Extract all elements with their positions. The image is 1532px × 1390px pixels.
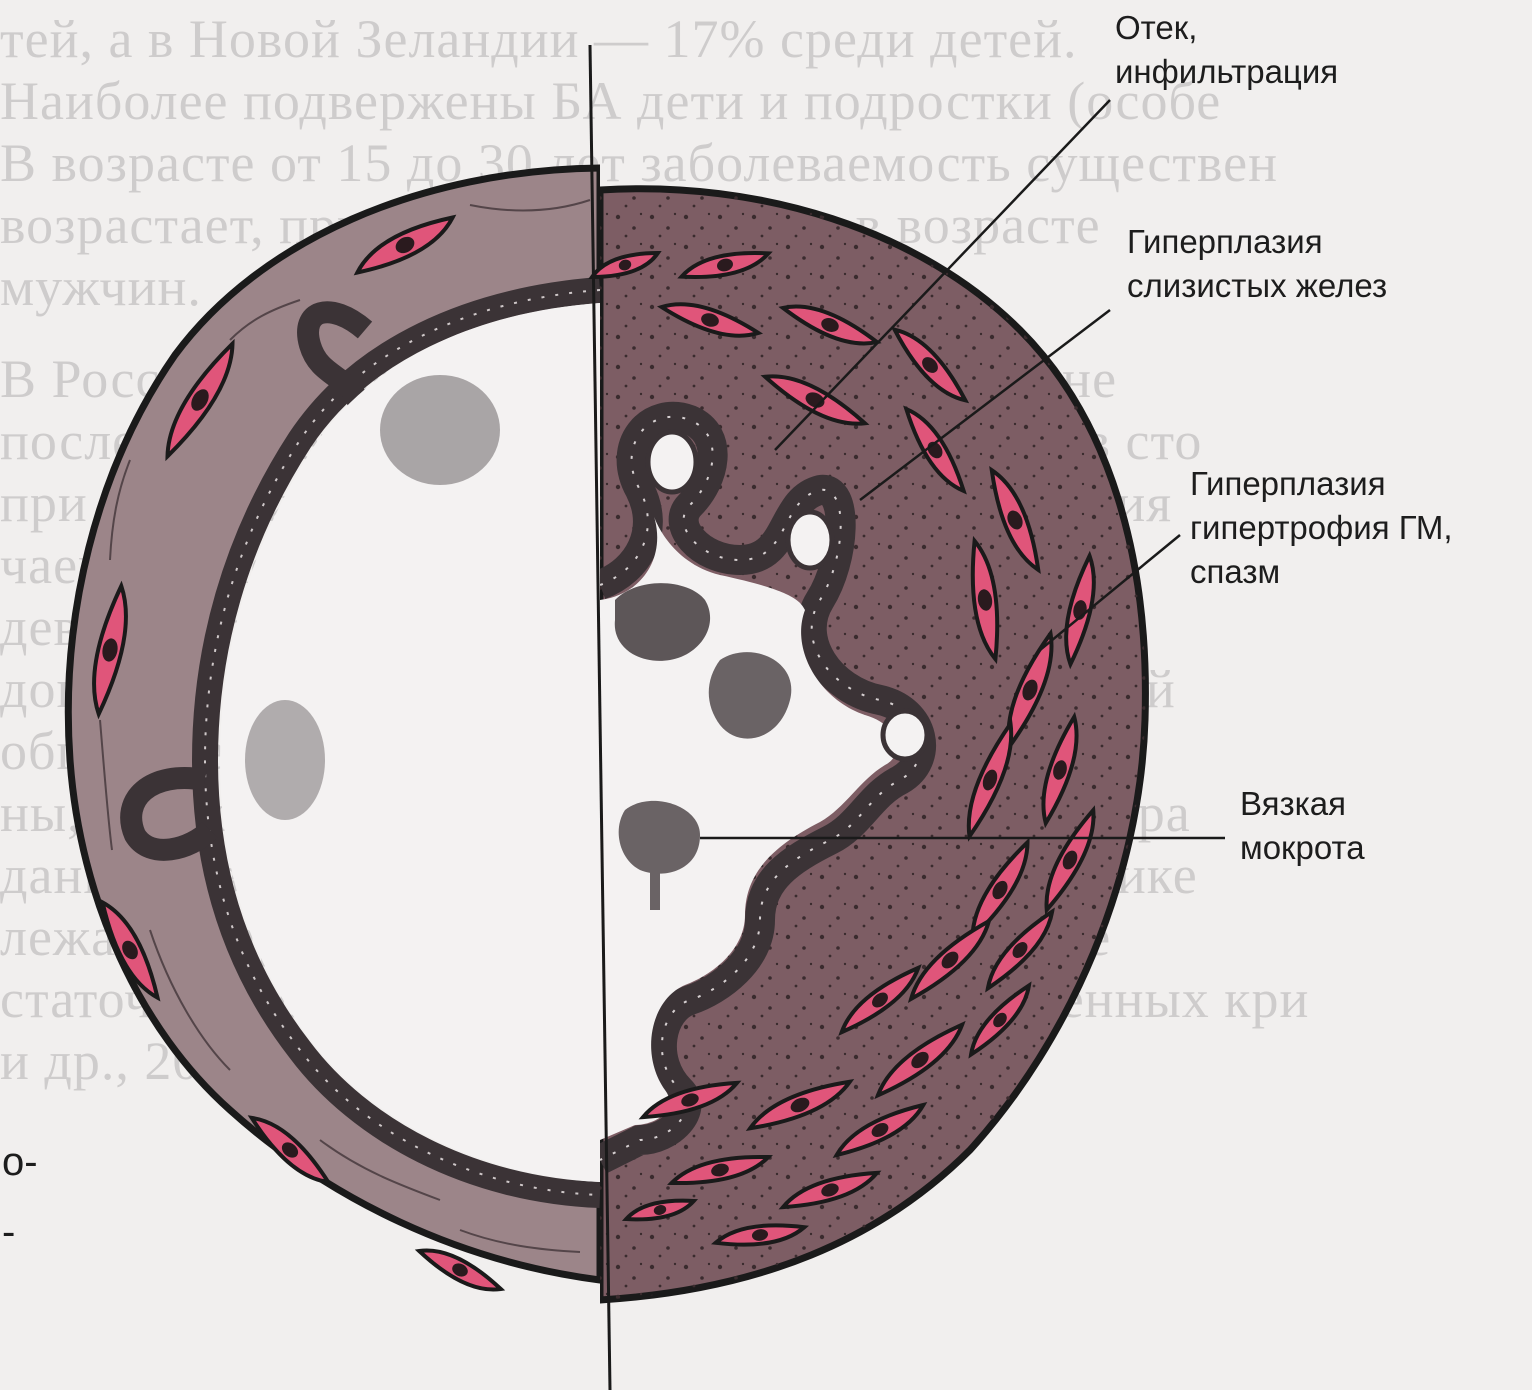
- label-muscle-hyperplasia: Гиперплазия гипертрофия ГМ, спазм: [1190, 462, 1453, 594]
- mucus-smudge: [380, 375, 500, 485]
- left-half-normal: [68, 168, 600, 1280]
- gland-pocket: [883, 711, 927, 759]
- mucus-smudge: [245, 700, 325, 820]
- cut-text-fragment: -: [2, 1210, 15, 1255]
- sputum-strand: [650, 870, 660, 910]
- label-edema: Отек, инфильтрация: [1115, 6, 1338, 94]
- gland-pocket: [788, 512, 832, 568]
- cut-text-fragment: о-: [2, 1140, 38, 1185]
- label-viscous-sputum: Вязкая мокрота: [1240, 782, 1365, 870]
- gland-pocket: [648, 432, 696, 492]
- label-gland-hyperplasia: Гиперплазия слизистых желез: [1127, 220, 1387, 308]
